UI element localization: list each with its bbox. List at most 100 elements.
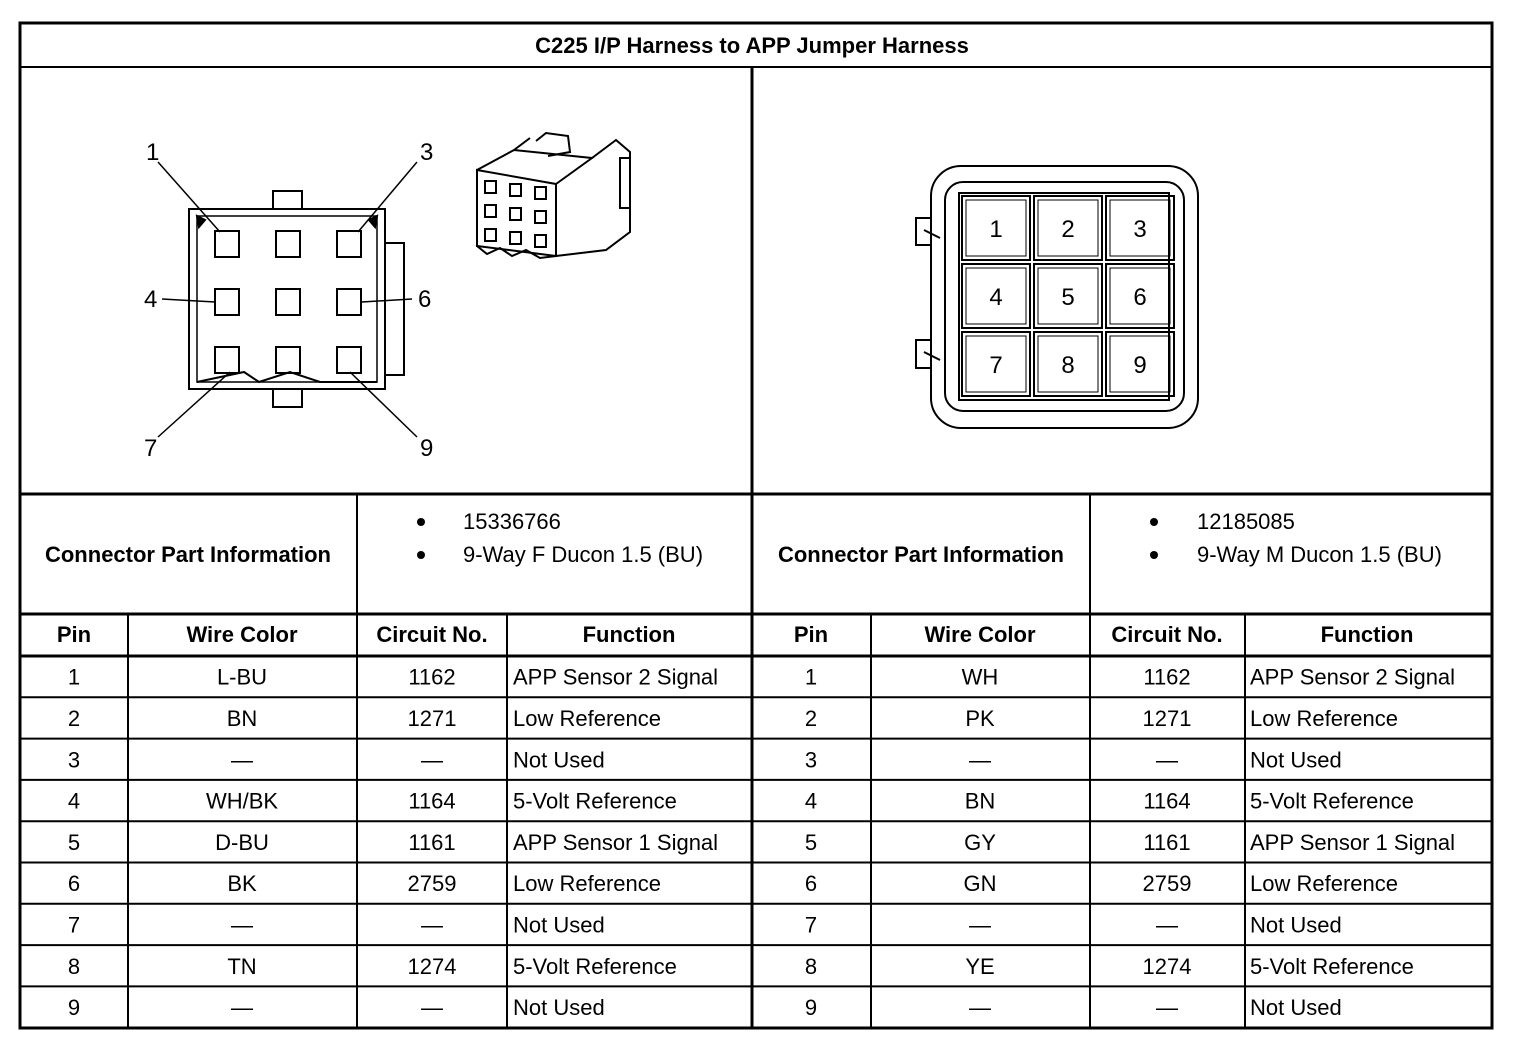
right-cell-wire: WH xyxy=(962,665,999,690)
left-part-description: 9-Way F Ducon 1.5 (BU) xyxy=(463,542,703,567)
left-cell-function: Low Reference xyxy=(513,871,661,896)
cavity-number: 5 xyxy=(1061,284,1074,311)
cavity-inner-5 xyxy=(1037,267,1099,325)
right-cell-wire: YE xyxy=(965,954,994,979)
cavity-8 xyxy=(1033,331,1103,397)
left-cell-function: APP Sensor 2 Signal xyxy=(513,665,718,690)
left-cell-circuit: — xyxy=(421,747,443,772)
right-cell-pin: 2 xyxy=(805,706,817,731)
left-cell-pin: 2 xyxy=(68,706,80,731)
right-cell-function: Not Used xyxy=(1250,995,1342,1020)
left-cell-circuit: 1161 xyxy=(408,830,455,855)
right-cell-wire: PK xyxy=(965,706,995,731)
cavity-inner-6 xyxy=(1109,267,1171,325)
left-cell-pin: 6 xyxy=(68,871,80,896)
right-header-circuit: Circuit No. xyxy=(1111,622,1222,647)
cavity-2 xyxy=(1033,195,1103,261)
left-cell-pin: 7 xyxy=(68,912,80,937)
left-connector-face xyxy=(188,190,405,408)
right-bullet-2 xyxy=(1150,551,1158,559)
cavity-inner-8 xyxy=(1037,335,1099,393)
left-cell-function: Low Reference xyxy=(513,706,661,731)
right-bullet-1 xyxy=(1150,518,1158,526)
left-header-function: Function xyxy=(583,622,676,647)
right-header-wire-color: Wire Color xyxy=(924,622,1035,647)
cavity-number: 1 xyxy=(989,216,1002,243)
cavity-4 xyxy=(961,263,1031,329)
left-cell-circuit: — xyxy=(421,912,443,937)
right-cell-circuit: 1164 xyxy=(1143,789,1190,814)
right-cell-function: APP Sensor 1 Signal xyxy=(1250,830,1455,855)
left-cell-circuit: 1164 xyxy=(408,789,455,814)
right-cell-wire: BN xyxy=(965,789,996,814)
right-header-function: Function xyxy=(1321,622,1414,647)
right-cell-circuit: — xyxy=(1156,747,1178,772)
right-cell-function: 5-Volt Reference xyxy=(1250,954,1414,979)
right-cell-pin: 4 xyxy=(805,789,817,814)
cavity-7 xyxy=(961,331,1031,397)
left-cell-wire: — xyxy=(231,995,253,1020)
cavity-inner-9 xyxy=(1109,335,1171,393)
left-cell-circuit: 1162 xyxy=(408,665,455,690)
right-cell-pin: 6 xyxy=(805,871,817,896)
cavity-number: 6 xyxy=(1133,284,1146,311)
right-header-pin: Pin xyxy=(794,622,828,647)
table-grid xyxy=(18,21,1494,1030)
left-cell-pin: 4 xyxy=(68,789,80,814)
cavity-number: 7 xyxy=(989,352,1002,379)
left-cell-circuit: — xyxy=(421,995,443,1020)
cavity-inner-7 xyxy=(965,335,1027,393)
right-connector-face xyxy=(915,165,1199,429)
right-cell-pin: 5 xyxy=(805,830,817,855)
left-bullet-1 xyxy=(417,518,425,526)
left-cell-circuit: 2759 xyxy=(408,871,457,896)
right-cell-pin: 8 xyxy=(805,954,817,979)
right-cell-pin: 3 xyxy=(805,747,817,772)
left-bullet-2 xyxy=(417,551,425,559)
left-connector-part-info-label: Connector Part Information xyxy=(45,542,331,567)
pin-label-7: 7 xyxy=(144,435,157,462)
cavity-number: 8 xyxy=(1061,352,1074,379)
left-cell-pin: 8 xyxy=(68,954,80,979)
cavity-6 xyxy=(1105,263,1175,329)
right-cell-circuit: 1271 xyxy=(1143,706,1192,731)
right-cell-circuit: 1274 xyxy=(1143,954,1192,979)
left-cell-wire: WH/BK xyxy=(206,789,278,814)
connector-isometric-illustration xyxy=(476,131,631,260)
left-cell-wire: TN xyxy=(227,954,256,979)
right-cell-wire: — xyxy=(969,995,991,1020)
pin-label-3: 3 xyxy=(420,139,433,166)
right-cell-function: Not Used xyxy=(1250,912,1342,937)
left-cell-pin: 1 xyxy=(68,665,80,690)
left-header-wire-color: Wire Color xyxy=(186,622,297,647)
right-cell-wire: GY xyxy=(964,830,996,855)
right-cell-function: Low Reference xyxy=(1250,871,1398,896)
cavity-number: 9 xyxy=(1133,352,1146,379)
left-cell-wire: L-BU xyxy=(217,665,267,690)
right-connector-part-info-label: Connector Part Information xyxy=(778,542,1064,567)
left-cell-pin: 3 xyxy=(68,747,80,772)
cavity-inner-4 xyxy=(965,267,1027,325)
cavity-9 xyxy=(1105,331,1175,397)
right-part-description: 9-Way M Ducon 1.5 (BU) xyxy=(1197,542,1442,567)
right-cell-circuit: 1162 xyxy=(1143,665,1190,690)
pin-label-1: 1 xyxy=(146,139,159,166)
left-cell-pin: 5 xyxy=(68,830,80,855)
left-cell-circuit: 1271 xyxy=(408,706,457,731)
right-cell-function: Not Used xyxy=(1250,747,1342,772)
right-cell-function: Low Reference xyxy=(1250,706,1398,731)
left-cell-circuit: 1274 xyxy=(408,954,457,979)
left-header-circuit: Circuit No. xyxy=(376,622,487,647)
left-cell-wire: BK xyxy=(227,871,257,896)
left-part-number: 15336766 xyxy=(463,509,561,534)
right-cell-circuit: 1161 xyxy=(1143,830,1190,855)
diagram-title: C225 I/P Harness to APP Jumper Harness xyxy=(535,33,969,58)
cavity-inner-1 xyxy=(965,199,1027,257)
pin-label-9: 9 xyxy=(420,435,433,462)
pin-label-6: 6 xyxy=(418,286,431,313)
right-cell-pin: 1 xyxy=(805,665,817,690)
left-cell-function: APP Sensor 1 Signal xyxy=(513,830,718,855)
